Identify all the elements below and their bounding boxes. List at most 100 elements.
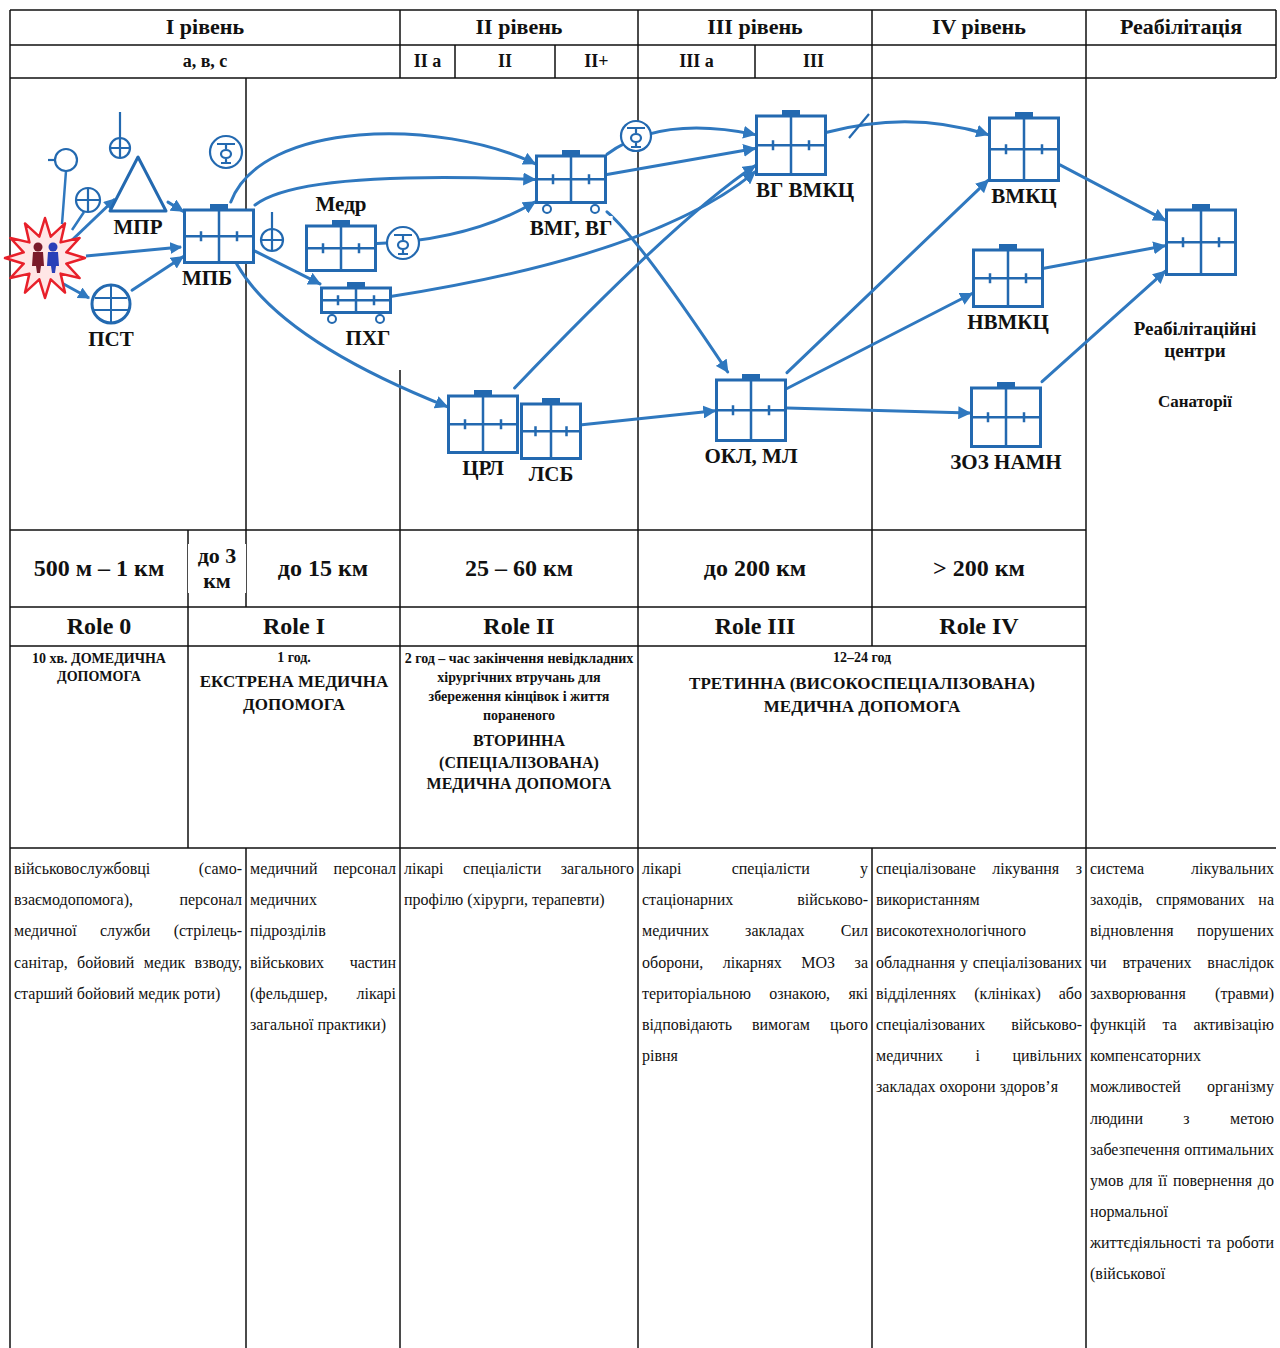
facility-name: ПСТ <box>88 327 134 351</box>
table-text: Role 0 <box>67 612 132 641</box>
table-text: 12–24 год <box>833 650 891 667</box>
facility-node: ПСТ <box>90 283 132 325</box>
hospital-tab <box>742 374 760 380</box>
facility-icon <box>447 388 519 454</box>
facility-name: ВМГ, ВГ <box>530 216 613 240</box>
description-text: лікарі спеціалісти загального профілю (х… <box>404 853 634 915</box>
table-cell: ТРЕТИННА (ВИСОКОСПЕЦІАЛІЗОВАНА) МЕДИЧНА … <box>662 673 1062 719</box>
hospital-tab <box>332 220 350 226</box>
facility-name: ЛСБ <box>529 462 574 486</box>
table-cell: 10 хв. ДОМЕДИЧНА ДОПОМОГА <box>14 650 184 686</box>
table-cell: Реабілітація <box>1086 10 1276 45</box>
facility-name: НВМКЦ <box>967 310 1049 334</box>
table-text: ТРЕТИННА (ВИСОКОСПЕЦІАЛІЗОВАНА) МЕДИЧНА … <box>662 673 1062 719</box>
table-cell: II <box>455 45 555 78</box>
table-text: Role II <box>483 612 554 641</box>
facility-name: ЦРЛ <box>462 456 504 480</box>
evacuation-arrow <box>168 202 183 211</box>
hospital-tab <box>1192 204 1210 210</box>
node-label: Реабілітаційні центриСанаторії <box>1120 318 1270 411</box>
table-cell: 500 м – 1 км <box>10 530 188 607</box>
table-cell: до 200 км <box>638 530 872 607</box>
hospital-tab <box>474 390 492 396</box>
hospital-box <box>717 380 786 441</box>
facility-icon <box>520 396 582 460</box>
evacuation-arrow <box>231 134 535 202</box>
table-cell: II а <box>400 45 455 78</box>
hospital-tab <box>997 382 1015 388</box>
table-grid <box>10 10 1276 1348</box>
hospital-cross <box>974 250 1043 307</box>
post-cross-circle <box>261 229 283 251</box>
hospital-box <box>449 396 518 453</box>
table-cell: військовослужбовці (само-взаємодопомога)… <box>14 853 242 1009</box>
description-text: спеціалізоване лікування з використанням… <box>876 853 1082 1103</box>
facility-icon <box>755 108 827 176</box>
table-cell: Role I <box>188 607 400 646</box>
node-label: ВМГ, ВГ <box>530 216 613 240</box>
post-grid <box>94 285 128 323</box>
wheel <box>376 315 384 323</box>
post-circle <box>92 285 130 323</box>
hospital-cross <box>307 226 376 271</box>
table-cell: II рівень <box>400 10 638 45</box>
hospital-box <box>757 116 826 175</box>
post-mast <box>271 212 273 229</box>
helicopter-ring <box>210 136 242 168</box>
node-label: ПХГ <box>346 326 391 350</box>
table-cell: Role 0 <box>10 607 188 646</box>
post-cross <box>110 138 130 158</box>
facility-icon <box>988 110 1060 182</box>
explosion-star <box>5 218 85 298</box>
node-label: ЗОЗ НАМН <box>950 450 1061 474</box>
evacuation-arrow <box>607 212 728 372</box>
hospital-cross <box>717 380 786 441</box>
evacuation-arrow <box>237 264 447 407</box>
post-mast <box>119 112 121 138</box>
facility-name: ВМКЦ <box>991 184 1056 208</box>
table-text: 25 – 60 км <box>465 554 573 583</box>
facility-node: ВГ ВМКЦ <box>755 108 827 176</box>
hospital-cross <box>990 118 1059 181</box>
table-text: 10 хв. ДОМЕДИЧНА ДОПОМОГА <box>14 650 184 686</box>
table-text: II рівень <box>476 14 563 40</box>
helicopter-symbol <box>210 136 242 168</box>
table-cell: ВТОРИННА (СПЕЦІАЛІЗОВАНА) МЕДИЧНА ДОПОМО… <box>404 730 634 795</box>
post-circle <box>55 149 77 171</box>
hospital-tab <box>782 110 800 116</box>
table-text: III рівень <box>707 14 803 40</box>
post-cross <box>261 229 283 251</box>
post-cross <box>76 188 100 212</box>
description-text: медичний персонал медичних підрозділів в… <box>250 853 396 1040</box>
node-label: МПР <box>114 215 163 239</box>
helicopter-glyph <box>217 144 235 163</box>
facility-icon <box>970 380 1042 448</box>
helicopter-ring <box>621 121 651 151</box>
helicopter-ring <box>387 227 419 259</box>
table-cell: III <box>755 45 872 78</box>
hospital-tab <box>1015 112 1033 118</box>
facility-name: Реабілітаційні центри <box>1120 318 1270 362</box>
node-label: ЦРЛ <box>462 456 504 480</box>
table-cell: IV рівень <box>872 10 1086 45</box>
table-text: Role I <box>263 612 325 641</box>
facility-node: ВМКЦ <box>988 110 1060 182</box>
facility-node: Реабілітаційні центриСанаторії <box>1165 202 1237 276</box>
evacuation-arrow <box>1044 246 1165 269</box>
facility-node: МПР <box>108 155 168 213</box>
table-cell: спеціалізоване лікування з використанням… <box>876 853 1082 1103</box>
hospital-box <box>522 404 581 459</box>
description-text: лікарі спеціалісти у стаціонарних військ… <box>642 853 868 1071</box>
table-cell: до 3 км <box>188 530 246 607</box>
blocked-route-mark <box>849 114 869 138</box>
hospital-box <box>307 226 376 271</box>
facility-icon <box>183 202 255 264</box>
table-text: II+ <box>584 51 608 73</box>
hospital-cross <box>1167 210 1236 275</box>
facility-name: Санаторії <box>1120 392 1270 412</box>
facility-name: ПХГ <box>346 326 391 350</box>
facility-icon <box>305 218 377 272</box>
table-text: IV рівень <box>932 14 1026 40</box>
node-label: ВМКЦ <box>991 184 1056 208</box>
node-label: ВГ ВМКЦ <box>756 178 854 202</box>
